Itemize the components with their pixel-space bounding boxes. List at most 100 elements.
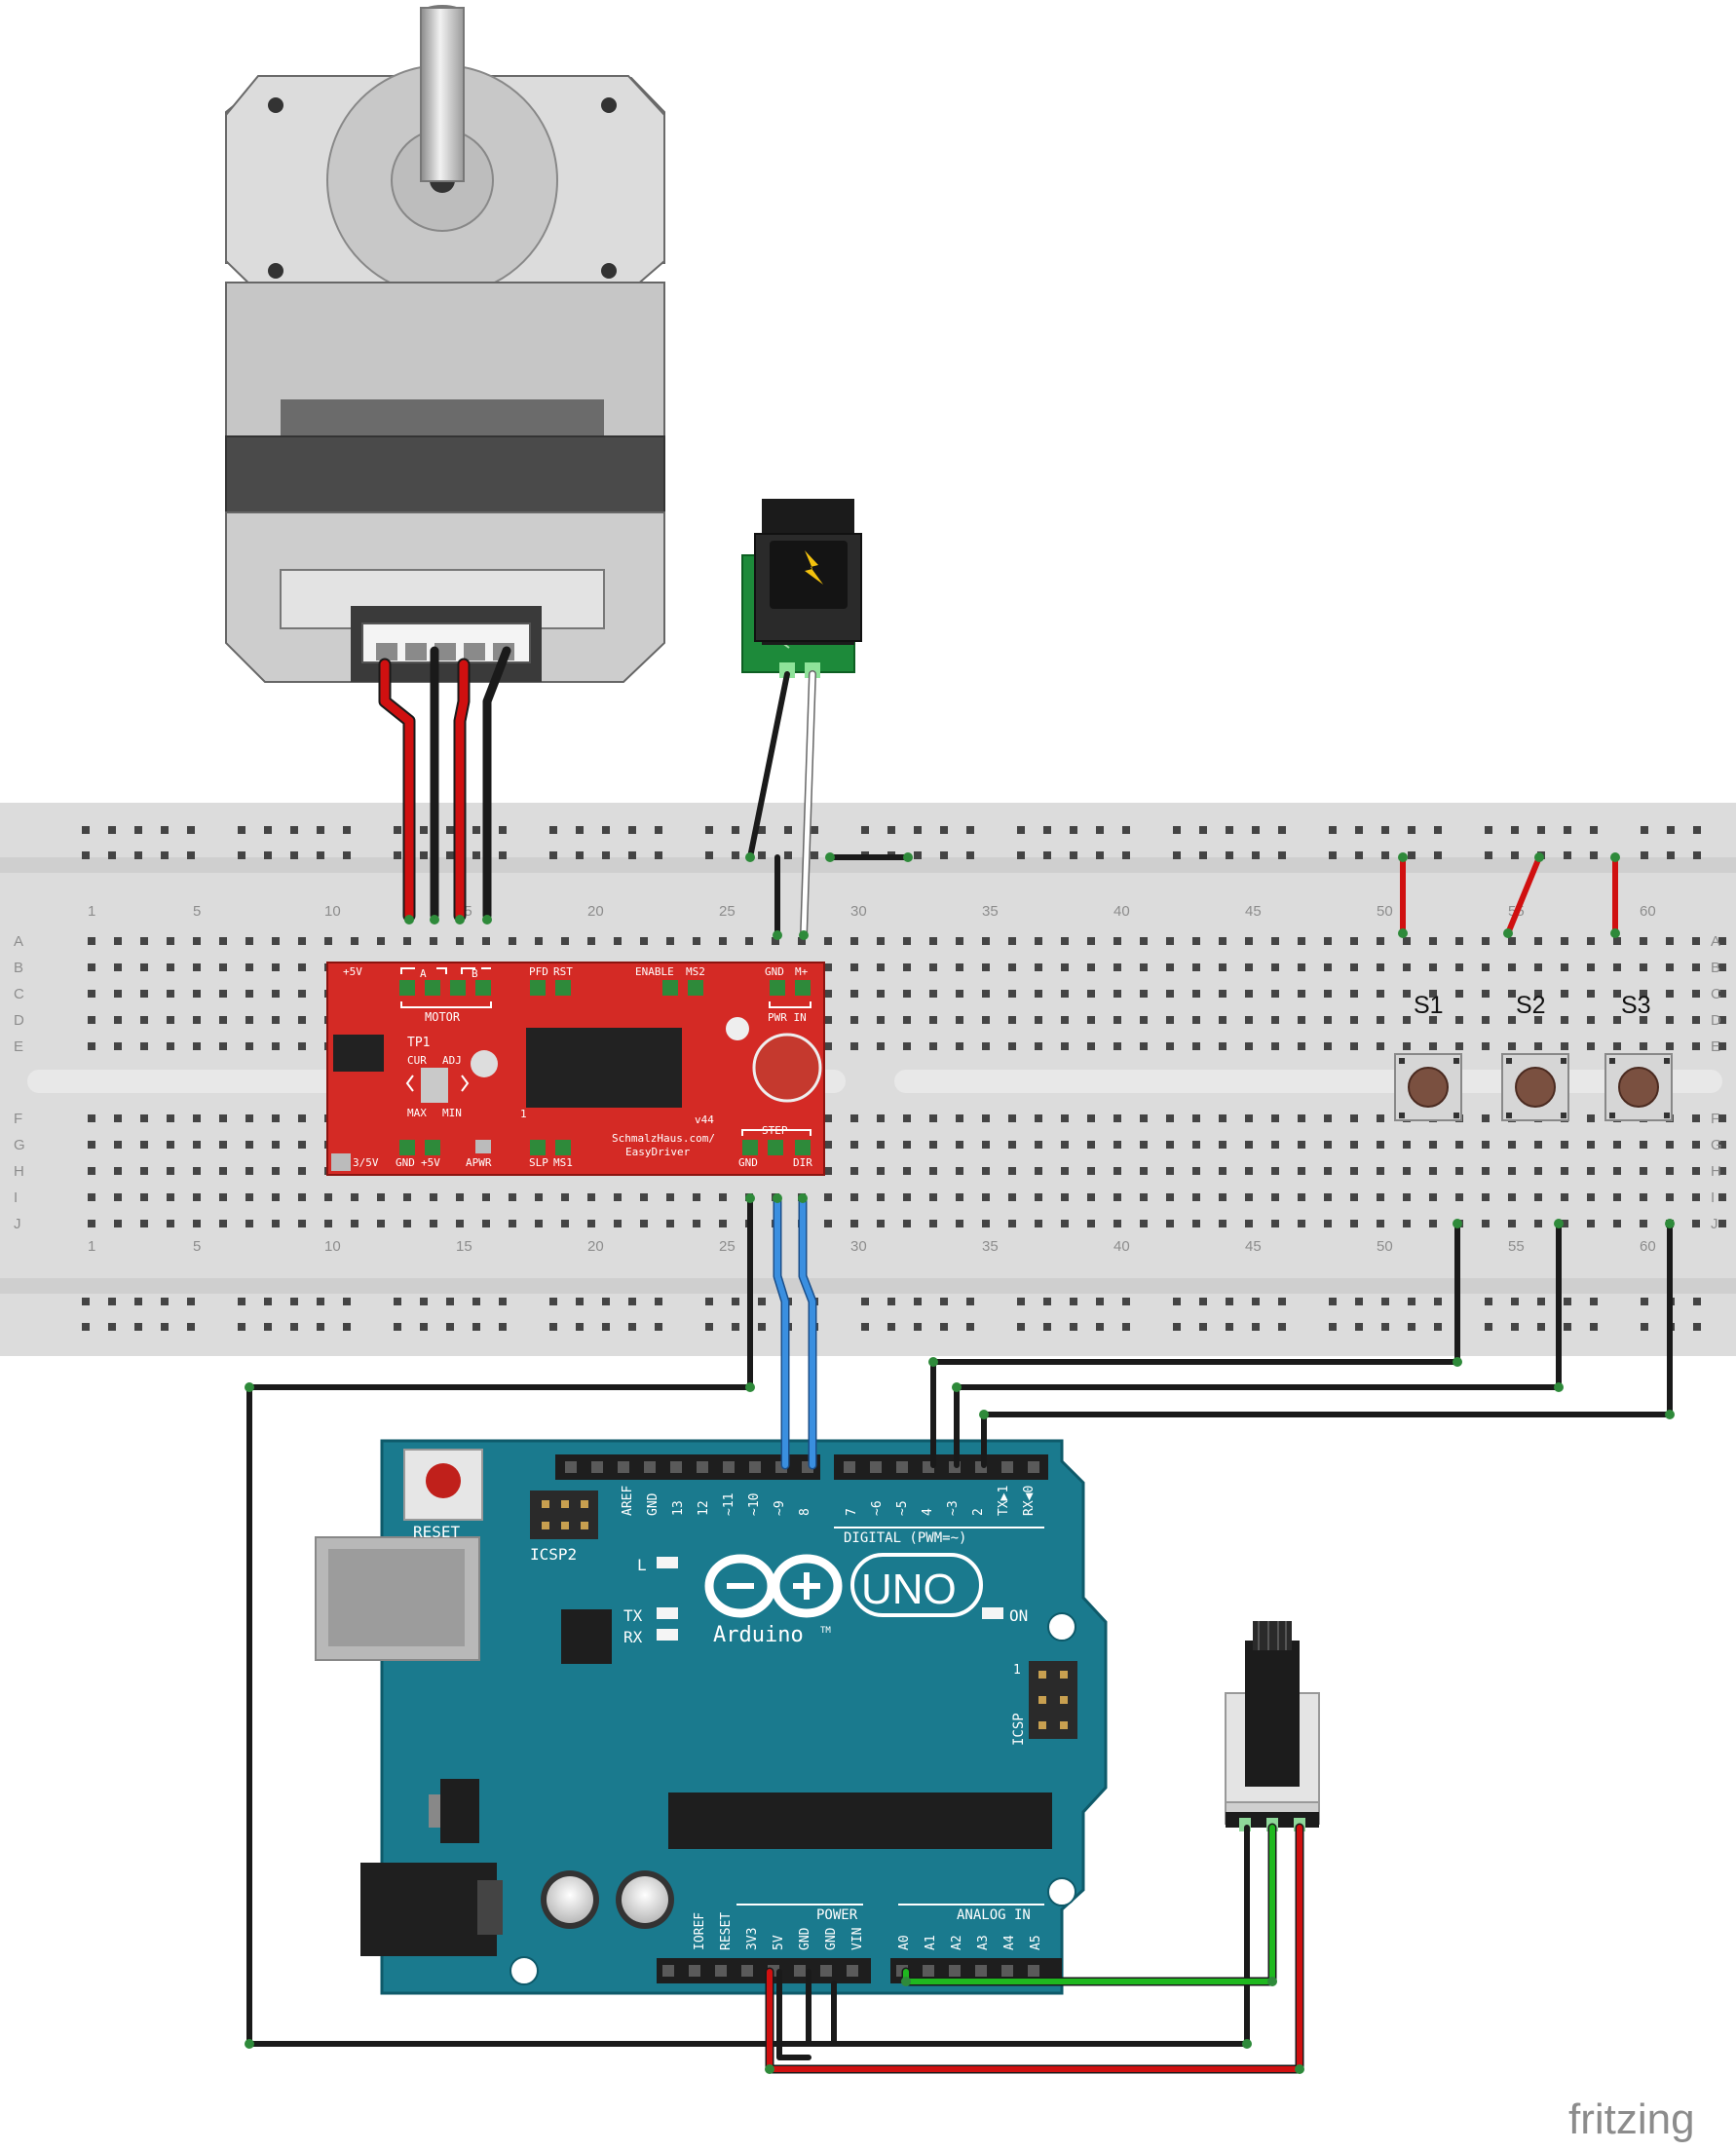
rail-hole: [1278, 1298, 1286, 1305]
breadboard-hole: [561, 1193, 569, 1201]
arduino-pin-label: 7: [845, 1508, 859, 1516]
rail-hole: [1511, 851, 1519, 859]
breadboard-hole: [1666, 1193, 1674, 1201]
reset-label: RESET: [413, 1523, 461, 1541]
column-number: 1: [88, 903, 95, 920]
rail-hole: [549, 1323, 557, 1331]
switch-pin: [1561, 1113, 1566, 1118]
rail-hole: [1693, 1298, 1701, 1305]
breadboard-hole: [377, 1193, 385, 1201]
breadboard-hole: [1219, 963, 1227, 971]
breadboard-hole: [1377, 1220, 1384, 1227]
ed-label-pwr-in: PWR IN: [768, 1011, 807, 1024]
ed-label-ms2: MS2: [686, 965, 705, 978]
breadboard-hole: [1271, 1220, 1279, 1227]
rail-hole: [758, 851, 766, 859]
rail-hole: [549, 851, 557, 859]
ed-label-max: MAX: [407, 1107, 427, 1119]
rail-hole: [914, 1323, 922, 1331]
rail-hole: [187, 851, 195, 859]
column-number: 50: [1377, 903, 1393, 920]
breadboard-hole: [1219, 990, 1227, 998]
led-rx-label: RX: [623, 1628, 643, 1646]
breadboard-hole: [1140, 1220, 1148, 1227]
rail-hole: [705, 851, 713, 859]
breadboard-hole: [1087, 1167, 1095, 1175]
breadboard-hole: [88, 1141, 95, 1149]
breadboard-hole: [1613, 1141, 1621, 1149]
row-letter: E: [14, 1038, 23, 1055]
breadboard-hole: [1561, 937, 1568, 945]
breadboard-hole: [982, 963, 990, 971]
column-number: 60: [1640, 1238, 1656, 1255]
rail-hole: [1329, 826, 1337, 834]
breadboard-hole: [824, 990, 832, 998]
column-number: 40: [1113, 1238, 1130, 1255]
rail-hole: [602, 1298, 610, 1305]
column-number: 25: [719, 903, 736, 920]
rail-hole: [861, 826, 869, 834]
rail-hole: [1043, 1298, 1051, 1305]
rail-hole: [1070, 1323, 1077, 1331]
row-letter: J: [14, 1216, 21, 1232]
breadboard-hole: [1113, 1193, 1121, 1201]
breadboard-hole: [561, 937, 569, 945]
wire-endpoint: [745, 1193, 755, 1203]
switch-pin: [1506, 1113, 1512, 1118]
breadboard-hole: [1692, 1016, 1700, 1024]
header-pin: [844, 1461, 855, 1473]
breadboard-hole: [1219, 937, 1227, 945]
rail-hole: [1381, 826, 1389, 834]
breadboard-hole: [245, 1193, 253, 1201]
rail-hole: [1173, 1298, 1181, 1305]
breadboard-hole: [1192, 1220, 1200, 1227]
wire-endpoint: [1665, 1219, 1675, 1228]
switch-pin: [1664, 1113, 1670, 1118]
wire-endpoint: [979, 1410, 989, 1419]
breadboard-hole: [1640, 1193, 1647, 1201]
breadboard-hole: [1429, 1220, 1437, 1227]
breadboard-hole: [1219, 1167, 1227, 1175]
rail-hole: [1408, 826, 1415, 834]
rail-hole: [732, 1323, 739, 1331]
rail-hole: [966, 826, 974, 834]
breadboard-hole: [956, 990, 963, 998]
breadboard-hole: [1692, 1114, 1700, 1122]
arduino-pin-label: ~5: [895, 1500, 910, 1516]
arduino-pin-label: ~10: [747, 1493, 762, 1516]
breadboard-hole: [1113, 1042, 1121, 1050]
breadboard-hole: [1718, 1220, 1726, 1227]
rail-hole: [1641, 851, 1648, 859]
column-number: 10: [324, 903, 341, 920]
rail-hole: [1043, 1323, 1051, 1331]
breadboard-hole: [509, 1220, 516, 1227]
breadboard-hole: [272, 1042, 280, 1050]
breadboard-hole: [719, 1220, 727, 1227]
breadboard-hole: [877, 1220, 885, 1227]
ed-label-a: A: [420, 967, 427, 980]
breadboard-hole: [272, 963, 280, 971]
rail-hole: [861, 1323, 869, 1331]
rail-hole: [1355, 851, 1363, 859]
column-number: 35: [982, 1238, 999, 1255]
breadboard-hole: [666, 937, 674, 945]
breadboard-hole: [929, 1220, 937, 1227]
breadboard-hole: [1113, 1141, 1121, 1149]
breadboard-hole: [1482, 1016, 1490, 1024]
breadboard-hole: [1482, 1167, 1490, 1175]
rail-hole: [811, 851, 818, 859]
breadboard-hole: [877, 1042, 885, 1050]
breadboard-hole: [167, 1016, 174, 1024]
breadboard-hole: [1298, 937, 1305, 945]
breadboard-hole: [245, 1016, 253, 1024]
arduino-pin-label: A3: [976, 1935, 991, 1950]
breadboard-hole: [1166, 1114, 1174, 1122]
breadboard-hole: [1350, 990, 1358, 998]
header-pin: [697, 1461, 708, 1473]
breadboard-hole: [956, 1042, 963, 1050]
breadboard-hole: [1061, 1167, 1069, 1175]
breadboard-hole: [1718, 1167, 1726, 1175]
wire-endpoint: [1242, 2039, 1252, 2049]
breadboard-hole: [245, 1141, 253, 1149]
breadboard-hole: [1561, 1016, 1568, 1024]
